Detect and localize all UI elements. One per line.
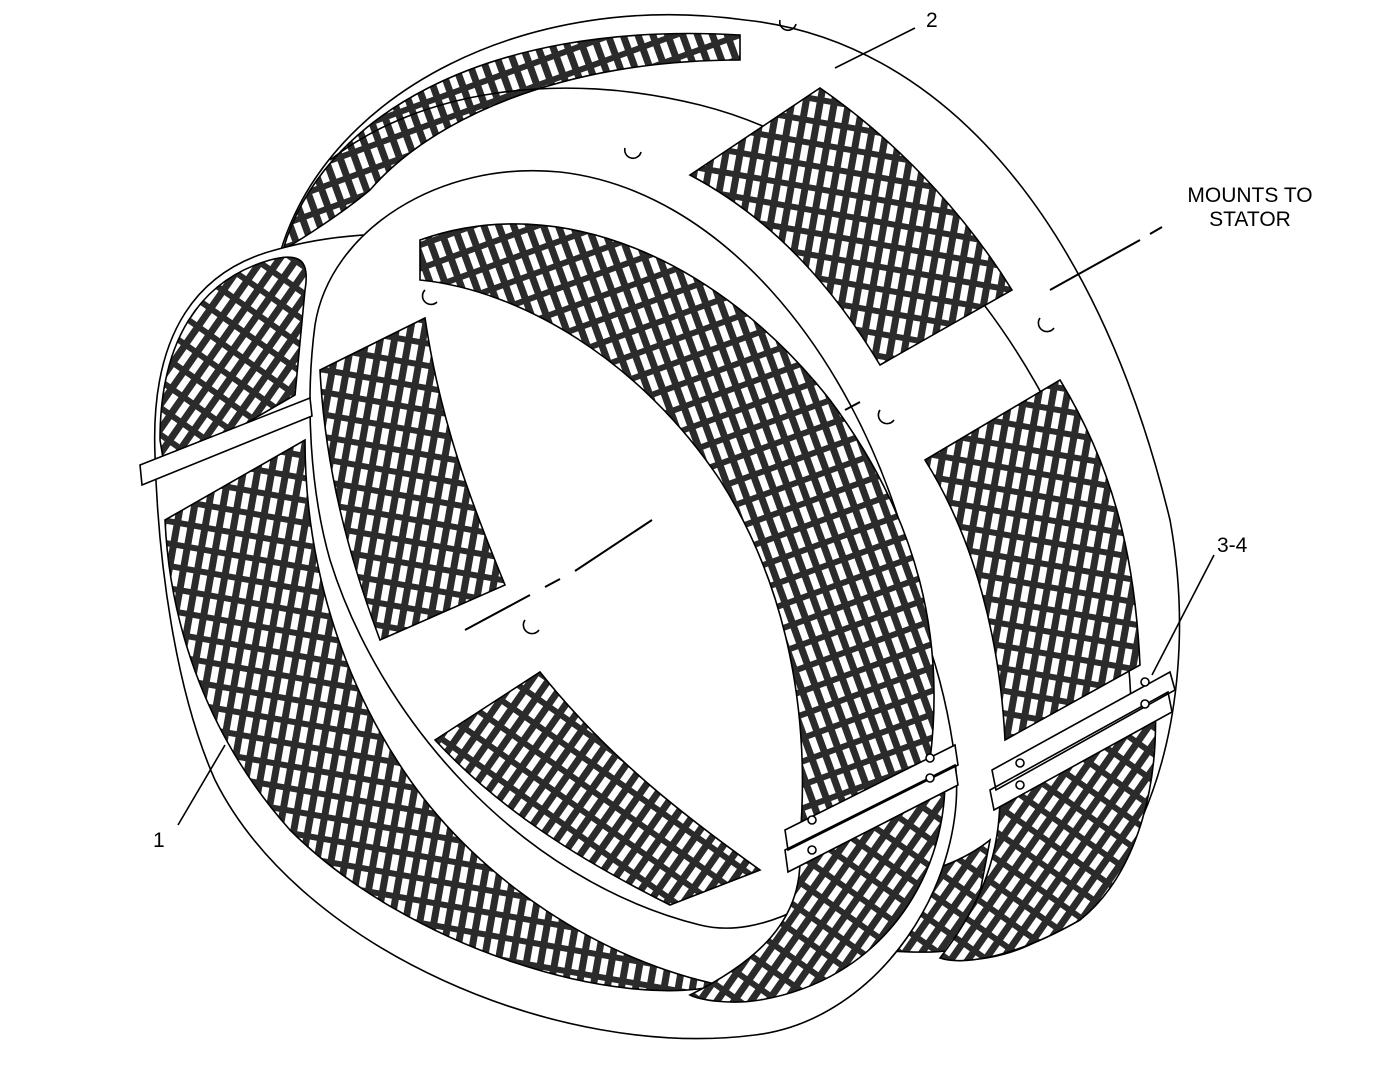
ring-1-splice-plate-right <box>784 743 959 874</box>
callout-item-1: 1 <box>153 829 165 852</box>
ring-2-notch-right <box>1037 317 1055 333</box>
centerline-ring-2 <box>844 226 1163 411</box>
ring-2 <box>280 13 1181 962</box>
ring-2-bolt-a <box>1140 677 1150 687</box>
ring-1-bolt-d <box>807 845 817 855</box>
ring-2-panel-upper-right <box>688 87 1014 367</box>
ring-1-panel-top-left <box>159 256 307 472</box>
ring-1-bolt-b <box>925 773 935 783</box>
ring-2-panel-lower-right <box>938 698 1157 962</box>
ring-1-splice-plate-left <box>139 396 313 487</box>
ring-2-panel-upper-left <box>281 32 741 252</box>
ring-2-notch-top <box>778 19 797 32</box>
ring-1 <box>139 169 959 1040</box>
ring-2-bolt-b <box>1140 699 1150 709</box>
callout-mounts-to-stator: MOUNTS TO STATOR <box>1187 184 1313 231</box>
ring-1-notch-inner <box>522 619 540 635</box>
centerlines <box>464 226 1163 631</box>
ring-2-splice-plate <box>989 670 1176 812</box>
ring-1-bolt-c <box>807 815 817 825</box>
ring-2-notch-inner <box>877 409 895 425</box>
ring-2-panel-right <box>923 378 1141 742</box>
leader-item-3-4 <box>1151 554 1215 676</box>
ring-1-panel-inner-left <box>319 316 507 642</box>
leader-lines <box>177 27 1215 826</box>
leader-item-1 <box>177 744 226 826</box>
leader-item-2 <box>834 27 916 69</box>
ring-1-notch-top <box>421 289 438 306</box>
centerline-ring-1 <box>464 519 653 631</box>
callout-item-3-4: 3-4 <box>1217 534 1248 557</box>
ring-2-bolt-d <box>1015 780 1025 790</box>
ring-2-bolt-c <box>1015 758 1025 768</box>
ring-1-bolt-a <box>925 753 935 763</box>
callout-item-2: 2 <box>926 9 938 32</box>
ring-2-notch-mid <box>623 147 642 160</box>
ring-1-panel-lower <box>688 778 946 1003</box>
ring-1-panel-inner-bottom <box>433 670 762 906</box>
